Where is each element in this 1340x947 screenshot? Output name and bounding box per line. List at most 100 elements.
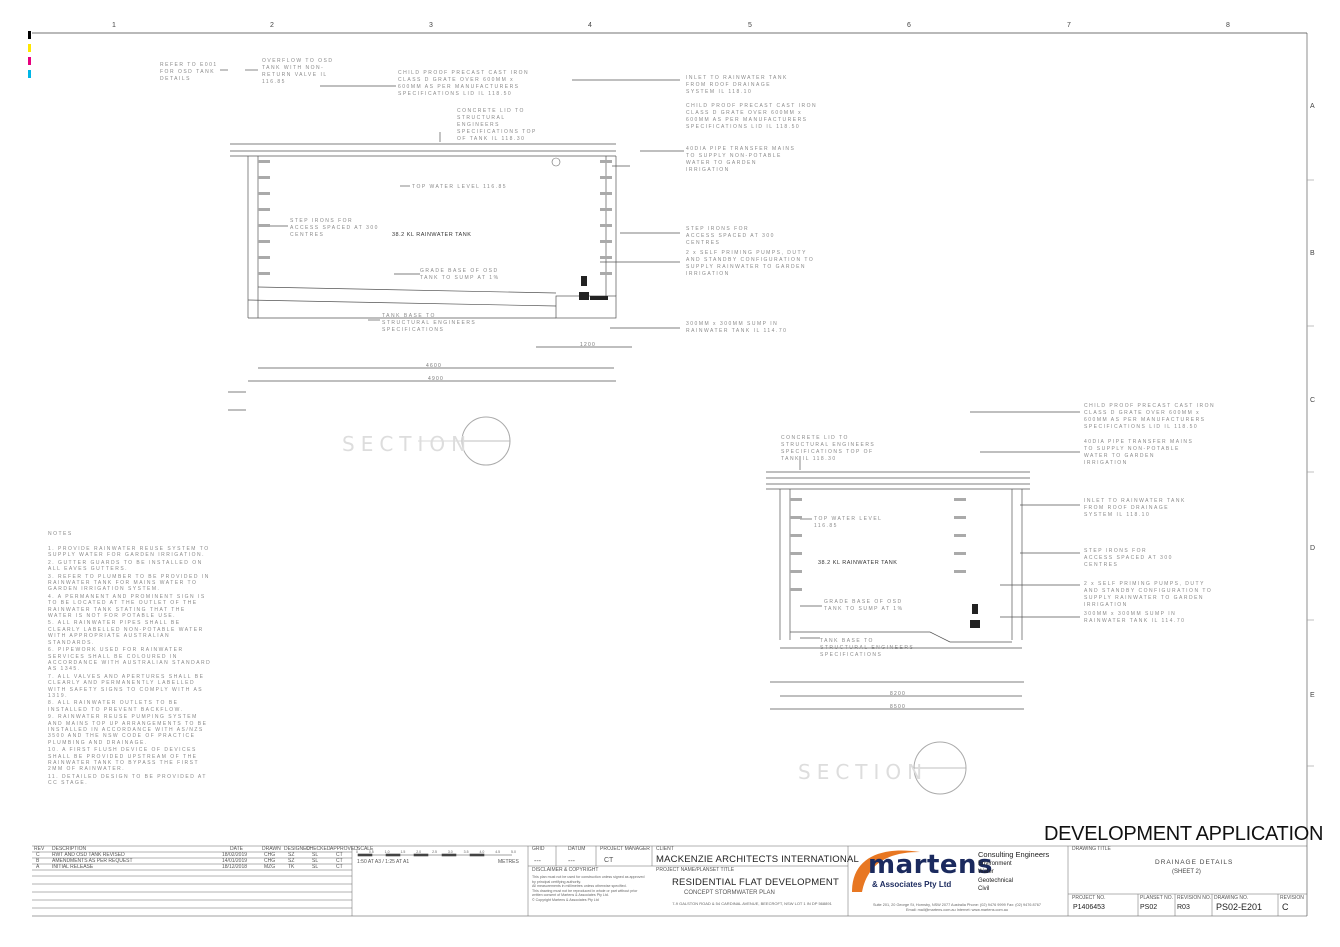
meta-grid-header: GRID [532,846,545,852]
note-item: 1. PROVIDE RAINWATER REUSE SYSTEM TO SUP… [48,546,210,559]
grid-row-a: A [1310,103,1315,110]
note-item: 3. REFER TO PLUMBER TO BE PROVIDED IN RA… [48,573,210,593]
note-a-11: 2 x SELF PRIMING PUMPS, DUTY AND STANDBY… [686,250,815,277]
notes-block: NOTES 1. PROVIDE RAINWATER REUSE SYSTEM … [48,531,212,788]
note-item: 11. DETAILED DESIGN TO BE PROVIDED AT CC… [48,773,207,787]
note-b-8: 300MM x 300MM SUMP IN RAINWATER TANK IL … [1084,611,1186,624]
discipline: Environment [978,860,1012,867]
consulting-block: Consulting Engineers Environment Water G… [978,850,1050,894]
note-b-3: TOP WATER LEVEL 116.85 [814,516,883,529]
development-application-banner: DEVELOPMENT APPLICATION [1044,823,1324,845]
planset-no: PS02 [1140,904,1158,911]
scale-tick: 5.0 [511,850,516,854]
revision-letter: C [1282,902,1289,912]
grid-row-c: C [1310,397,1316,404]
disclaimer-line: This drawing must not be reproduced in w… [532,888,638,898]
dim-a-2: 1200 [580,342,596,348]
footer-revision-header: REVISION [1280,895,1304,901]
note-item: 5. ALL RAINWATER PIPES SHALL BE CLEARLY … [48,620,204,646]
footer-planset-no-header: PLANSET NO. [1140,895,1173,901]
note-item: 7. ALL VALVES AND APERTURES SHALL BE CLE… [48,673,205,699]
scale-tick: 3.5 [463,850,469,854]
grid-col-4: 4 [588,22,592,29]
grid-row-e: E [1310,692,1315,699]
meta-grid-value: --- [534,858,541,865]
note-a-7: TOP WATER LEVEL 116.85 [412,184,508,190]
notes-heading: NOTES [48,531,73,537]
martens-logo-subtext: & Associates Pty Ltd [872,880,952,889]
dim-b-1: 8500 [890,704,906,710]
project-no: P1406453 [1073,904,1105,911]
meta-pm-header: PROJECT MANAGER [600,846,650,852]
meta-datum-value: --- [568,858,575,865]
rev-b-designed: SZ [288,858,295,864]
grid-col-1: 1 [112,22,116,29]
section-b-title: SECTION [798,760,929,784]
note-a-10: GRADE BASE OF OSD TANK TO SUMP AT 1% [420,268,500,281]
rev-header-designed: DESIGNED [284,846,311,852]
scale-tick: 4.5 [495,850,501,854]
rev-c-drawn: CHG [264,852,276,858]
note-a-2: CHILD PROOF PRECAST CAST IRON CLASS D GR… [398,70,530,97]
rev-c-approved: CT [336,852,343,858]
disclaimer-line: © Copyright Martens & Associates Pty Ltd [532,897,599,902]
footer-project-no-header: PROJECT NO. [1072,895,1106,901]
note-a-0: REFER TO E001 FOR OSD TANK DETAILS [160,62,218,82]
note-a-8: STEP IRONS FOR ACCESS SPACED AT 300 CENT… [290,218,379,238]
grid-col-6: 6 [907,22,911,29]
rev-a-description: INITIAL RELEASE [52,864,94,870]
footer-revision-no-header: REVISION NO. [1177,895,1212,901]
scale-tick: 3.0 [447,850,453,854]
dim-b-0: 8200 [890,691,906,697]
scale-tick: 0.5 [368,850,374,854]
pump-icon [579,276,608,300]
scale-tick: 1.0 [384,850,390,854]
note-b-1: CONCRETE LID TO STRUCTURAL ENGINEERS SPE… [781,435,876,462]
disclaimer-heading: DISCLAIMER & COPYRIGHT [532,867,599,873]
scale-tick: 4.0 [479,850,485,854]
note-a-4: INLET TO RAINWATER TANK FROM ROOF DRAINA… [686,75,788,95]
rev-header-checked: CHECKED [306,846,331,852]
grid-col-5: 5 [748,22,752,29]
rev-a-approved: CT [336,864,343,870]
note-b-5: STEP IRONS FOR ACCESS SPACED AT 300 CENT… [1084,548,1173,568]
firm-contact-line: Email: mail@martens.com.au Internet: www… [906,908,1008,912]
dim-a-0: 4600 [426,363,442,369]
note-a-6: 40DIA PIPE TRANSFER MAINS TO SUPPLY NON-… [686,146,796,173]
disclaimer-line: This plan must not be used for construct… [532,875,645,884]
rev-c-checked: SL [312,852,319,858]
rev-a-drawn: MZG [264,864,276,870]
drawing-title: DRAINAGE DETAILS [1155,859,1234,866]
note-a-5: CHILD PROOF PRECAST CAST IRON CLASS D GR… [686,103,818,130]
dim-a-1: 4900 [428,376,444,382]
note-b-6: 2 x SELF PRIMING PUMPS, DUTY AND STANDBY… [1084,581,1213,608]
note-item: 6. PIPEWORK USED FOR RAINWATER SERVICES … [48,647,212,673]
rev-b-date: 14/01/2019 [222,858,248,864]
disclaimer-line: All measurements in millimetres unless o… [532,884,627,889]
project-address: 7-9 GALSTON ROAD & 54 CARDINAL AVENUE, B… [672,901,832,906]
meta-datum-header: DATUM [568,846,586,852]
scale-tick: 0 [356,850,358,854]
footer-drawing-no-header: DRAWING NO. [1214,895,1249,901]
consulting-heading: Consulting Engineers [978,850,1050,859]
planset-title: CONCEPT STORMWATER PLAN [684,890,775,896]
rev-c-rev: C [36,852,40,858]
note-b-2: 40DIA PIPE TRANSFER MAINS TO SUPPLY NON-… [1084,439,1194,466]
scale-ratio: 1:50 AT A3 / 1:25 AT A1 [357,859,410,865]
grid-col-8: 8 [1226,22,1230,29]
rev-c-designed: SZ [288,852,295,858]
note-item: 10. A FIRST FLUSH DEVICE OF DEVICES SHAL… [48,747,199,773]
drawing-title-heading: DRAWING TITLE [1072,846,1111,852]
martens-logo: martens [868,850,994,880]
disclaimer: This plan must not be used for construct… [532,875,648,903]
rev-a-designed: TK [288,864,295,870]
rev-a-rev: A [36,864,40,870]
meta-pm-value: CT [604,857,614,864]
note-b-7: GRADE BASE OF OSD TANK TO SUMP AT 1% [824,599,904,612]
registration-marks [28,31,31,78]
rev-header-approved: APPROVED [330,846,358,852]
grid-col-7: 7 [1067,22,1071,29]
grid-row-d: D [1310,545,1316,552]
